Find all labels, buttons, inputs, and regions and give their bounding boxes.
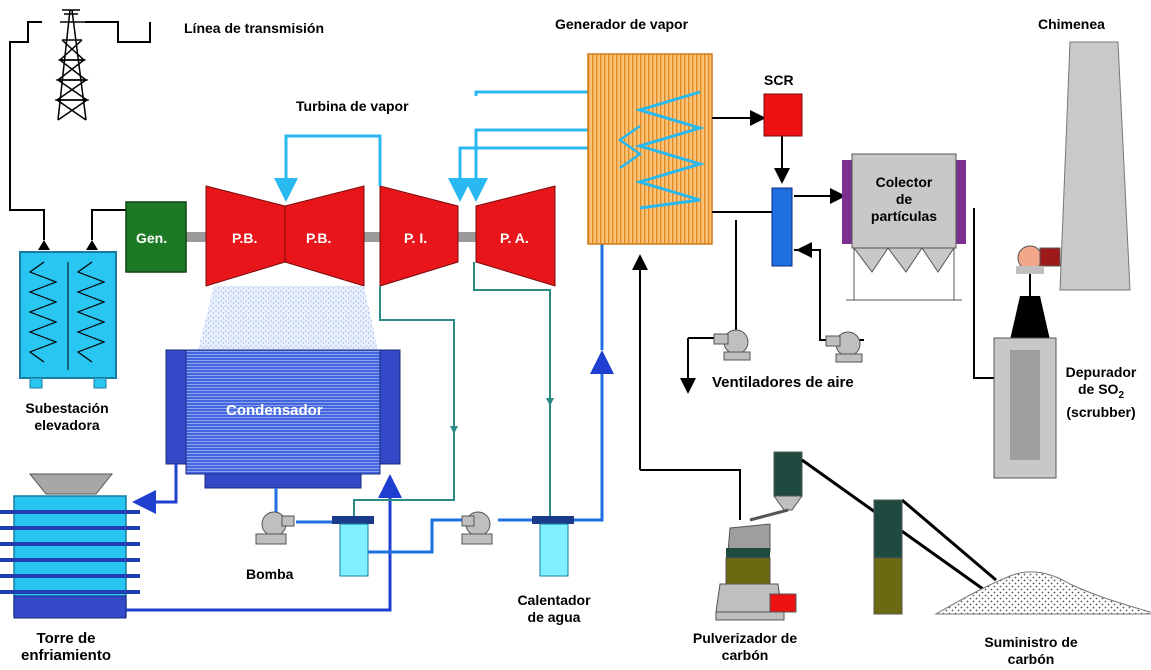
particle-collector-line-2: de — [895, 191, 913, 207]
stack-fan — [1016, 245, 1061, 274]
transmission-cable-2 — [85, 21, 151, 43]
coal-pile — [934, 571, 1151, 615]
return-arrow-2 — [546, 398, 554, 406]
pump-left — [255, 511, 295, 545]
steam-generator — [587, 53, 713, 245]
substation-line-2: elevadora — [34, 417, 100, 433]
turbine-lp2-label: P.B. — [306, 230, 332, 246]
heater-right — [532, 516, 574, 577]
turbine-exhaust — [198, 286, 378, 350]
transmission-line-label: Línea de transmisión — [184, 20, 325, 36]
chimney — [1059, 41, 1131, 291]
water-heater-line-2: de agua — [527, 609, 581, 625]
turbine-lp1-label: P.B. — [232, 230, 258, 246]
steam-turbine-label: Turbina de vapor — [296, 98, 409, 114]
scrubber-line-2: de SO2 — [1058, 381, 1144, 404]
scrubber-line-3: (scrubber) — [1066, 403, 1136, 420]
scr-label: SCR — [764, 72, 794, 88]
air-heater — [771, 187, 793, 267]
scr-unit — [763, 93, 803, 137]
pulverizer-line-2: carbón — [721, 647, 769, 663]
substation-label: Subestación elevadora — [14, 400, 120, 434]
generator-cable — [91, 209, 126, 240]
generator-box — [125, 201, 187, 273]
water-heater-label: Calentador de agua — [502, 592, 606, 626]
chimney-label: Chimenea — [1038, 16, 1105, 32]
coal-hopper — [749, 451, 803, 522]
cooling-water-pipes — [126, 464, 402, 612]
transmission-tower — [54, 9, 90, 121]
coal-supply-line-1: Suministro de — [984, 634, 1078, 650]
turbine-ip — [379, 185, 459, 287]
cooling-tower-line-1: Torre de — [36, 630, 96, 647]
particle-collector — [842, 153, 966, 301]
flue-gas-path — [632, 110, 1031, 520]
particle-collector-line-1: Colector — [875, 174, 933, 190]
cooling-tower — [0, 473, 140, 619]
turbine-ip-label: P. I. — [404, 230, 428, 246]
cooling-tower-line-2: enfriamiento — [20, 647, 111, 664]
generator-label: Gen. — [136, 230, 168, 246]
particle-collector-line-3: partículas — [870, 208, 938, 224]
pulverizer-label: Pulverizador de carbón — [680, 630, 810, 664]
water-heater-line-1: Calentador — [517, 592, 591, 608]
coal-supply-label: Suministro de carbón — [968, 634, 1094, 668]
transmission-cable — [9, 21, 93, 240]
scrubber-label: Depurador de SO2 (scrubber) — [1058, 364, 1144, 421]
coal-conveyor — [801, 458, 997, 615]
scrubber-so-text: de SO — [1077, 381, 1119, 397]
turbine-hp — [475, 185, 556, 287]
particle-collector-label: Colector de partículas — [862, 174, 946, 225]
air-fans-label: Ventiladores de aire — [712, 374, 854, 391]
air-fan-2 — [825, 331, 863, 363]
substation — [19, 240, 117, 389]
scrubber-subscript: 2 — [1118, 389, 1125, 401]
scrubber — [993, 296, 1057, 479]
steam-generator-label: Generador de vapor — [555, 16, 689, 32]
pulverizer — [715, 523, 797, 621]
coal-supply-line-2: carbón — [1007, 651, 1055, 667]
heater-left — [332, 516, 374, 577]
substation-line-1: Subestación — [25, 400, 109, 416]
condenser — [165, 349, 401, 489]
air-fan-1 — [713, 329, 751, 361]
scrubber-line-1: Depurador — [1065, 364, 1137, 380]
pump-label: Bomba — [246, 566, 294, 582]
return-arrow-1 — [450, 426, 458, 434]
pump-right — [461, 511, 493, 545]
pulverizer-line-1: Pulverizador de — [692, 630, 798, 646]
turbine-hp-label: P. A. — [500, 230, 529, 246]
condenser-label: Condensador — [226, 402, 323, 419]
cooling-tower-label: Torre de enfriamiento — [4, 630, 128, 664]
